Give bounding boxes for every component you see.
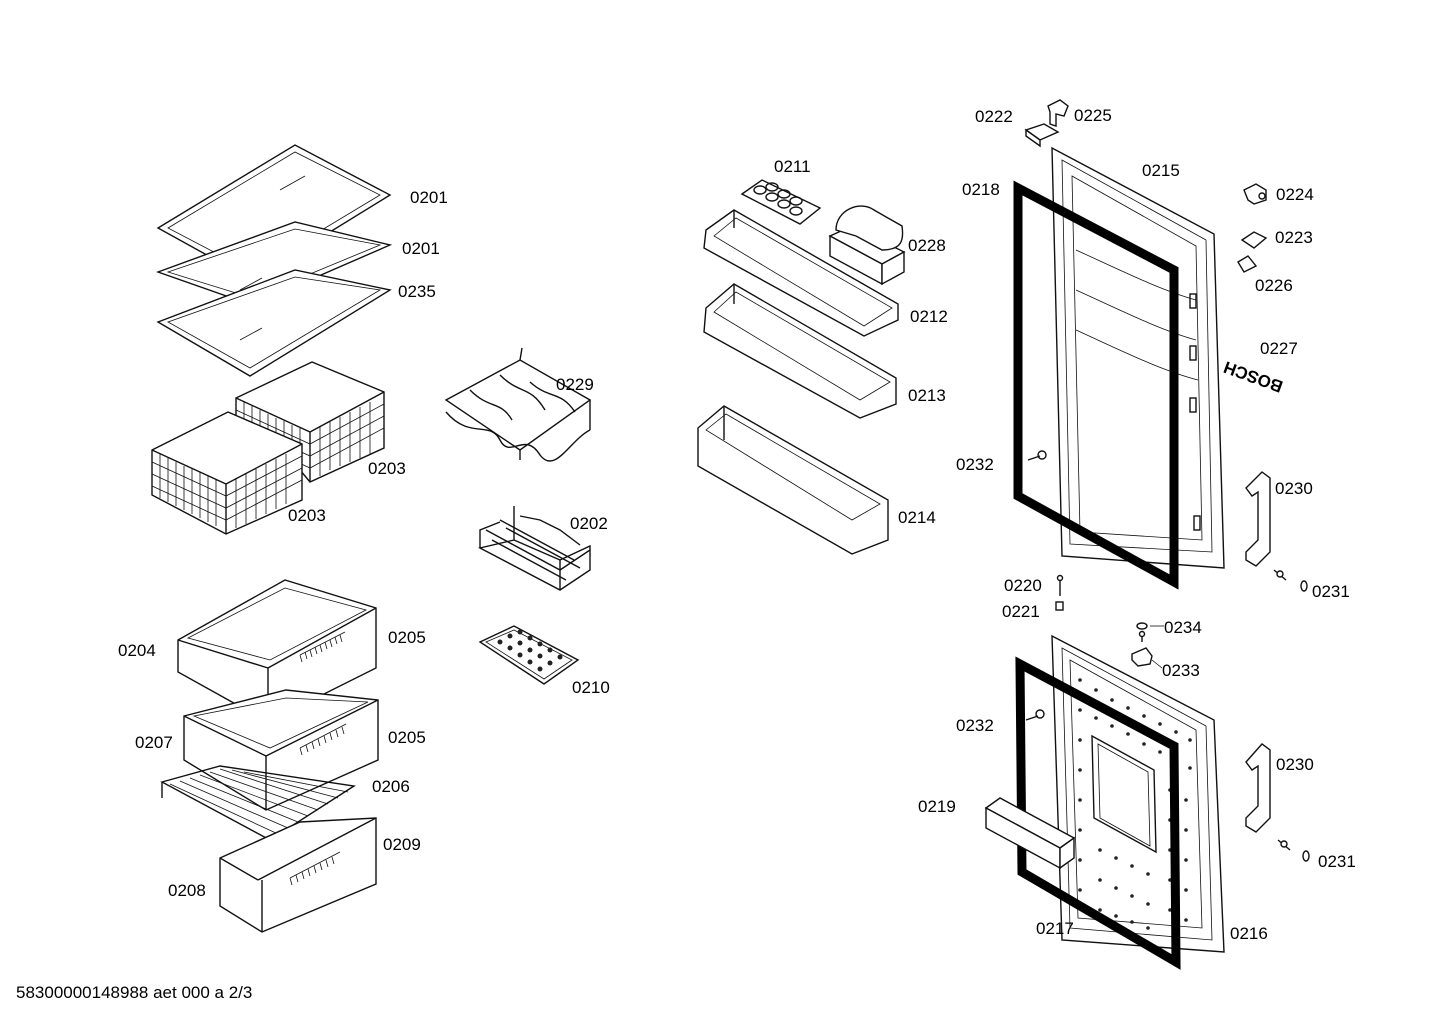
label-0221: 0221 xyxy=(1002,602,1040,621)
drawer-0208-0209-bottom xyxy=(219,817,377,933)
label-0201-top: 0201 xyxy=(410,188,448,207)
label-0205-lower: 0205 xyxy=(388,728,426,747)
handle-cover-0219 xyxy=(984,797,1076,870)
leader-lines xyxy=(1151,625,1164,669)
bottle-rack-0229 xyxy=(444,347,592,462)
label-0214: 0214 xyxy=(898,508,936,527)
label-0225: 0225 xyxy=(1074,106,1112,125)
door-handle-0230-upper xyxy=(1245,471,1271,567)
label-0201-middle: 0201 xyxy=(402,239,440,258)
label-0226: 0226 xyxy=(1255,276,1293,295)
bottle-holder-0202 xyxy=(478,506,591,591)
bushing-0221 xyxy=(1055,601,1064,611)
label-0203-front: 0203 xyxy=(288,506,326,525)
pin-0232-upper xyxy=(1027,450,1047,461)
ice-tray-0210 xyxy=(478,625,580,685)
label-0203-rear: 0203 xyxy=(368,459,406,478)
glass-shelf-0201-middle xyxy=(155,221,393,306)
label-0230-upper: 0230 xyxy=(1275,479,1313,498)
label-0215: 0215 xyxy=(1142,161,1180,180)
hinge-0233 xyxy=(1131,647,1153,667)
label-0233: 0233 xyxy=(1162,661,1200,680)
label-0222: 0222 xyxy=(975,107,1013,126)
door-handle-0230-lower xyxy=(1245,743,1271,833)
bosch-logo-text: BOSCH xyxy=(1221,357,1285,396)
label-0219: 0219 xyxy=(918,797,956,816)
door-shelf-0212 xyxy=(703,209,899,337)
cover-0226 xyxy=(1237,255,1258,273)
label-0230-lower: 0230 xyxy=(1276,755,1314,774)
glass-shelf-0235 xyxy=(156,269,392,377)
label-0210: 0210 xyxy=(572,678,610,697)
lower-door-gasket-0217 xyxy=(1015,656,1181,970)
label-0202: 0202 xyxy=(570,514,608,533)
label-0208: 0208 xyxy=(168,881,206,900)
label-0229: 0229 xyxy=(556,375,594,394)
label-0204: 0204 xyxy=(118,641,156,660)
hinge-pin-0225 xyxy=(1047,99,1069,127)
label-0211: 0211 xyxy=(774,157,811,176)
label-0220: 0220 xyxy=(1004,576,1042,595)
label-0217: 0217 xyxy=(1036,919,1074,938)
butter-box-0228 xyxy=(828,205,906,286)
label-0232-upper: 0232 xyxy=(956,455,994,474)
label-0234: 0234 xyxy=(1164,618,1202,637)
pin-0232-lower xyxy=(1025,709,1045,721)
label-0213: 0213 xyxy=(908,386,946,405)
label-0227: 0227 xyxy=(1260,339,1298,358)
egg-tray-0211 xyxy=(740,179,822,225)
wire-basket-0203-front xyxy=(151,411,303,535)
screw-0231-upper xyxy=(1273,569,1308,592)
wire-shelf-0206 xyxy=(160,765,356,848)
label-0206: 0206 xyxy=(372,777,410,796)
upper-door-0215 xyxy=(1051,146,1225,569)
bosch-logo-0227: BOSCH xyxy=(1221,357,1285,396)
drawer-0204-0205-upper xyxy=(177,579,377,723)
drawing-code-footer: 58300000148988 aet 000 a 2/3 xyxy=(16,983,252,1002)
washer-0234 xyxy=(1136,622,1160,642)
label-0232-lower: 0232 xyxy=(956,716,994,735)
drawer-0207-0205-lower xyxy=(183,689,379,811)
label-0205-upper: 0205 xyxy=(388,628,426,647)
label-0231-lower: 0231 xyxy=(1318,852,1356,871)
label-0231-upper: 0231 xyxy=(1312,582,1350,601)
label-0216: 0216 xyxy=(1230,924,1268,943)
door-shelf-0213 xyxy=(703,283,897,419)
label-0224: 0224 xyxy=(1276,185,1314,204)
label-0235: 0235 xyxy=(398,282,436,301)
label-0207: 0207 xyxy=(135,733,173,752)
label-0212: 0212 xyxy=(910,307,948,326)
label-0223: 0223 xyxy=(1275,228,1313,247)
door-shelf-0214 xyxy=(697,405,889,555)
pin-0220 xyxy=(1056,574,1064,596)
label-0228: 0228 xyxy=(908,236,946,255)
hinge-0224 xyxy=(1243,183,1267,205)
part-labels: 0201 0201 0235 0203 0203 0229 0202 0204 … xyxy=(118,106,1356,943)
label-0209: 0209 xyxy=(383,835,421,854)
screw-0231-lower xyxy=(1277,839,1310,862)
upper-door-gasket-0218 xyxy=(1013,180,1179,590)
hinge-plug-0223 xyxy=(1240,231,1268,249)
hinge-cover-0222 xyxy=(1024,123,1060,148)
label-0218: 0218 xyxy=(962,180,1000,199)
